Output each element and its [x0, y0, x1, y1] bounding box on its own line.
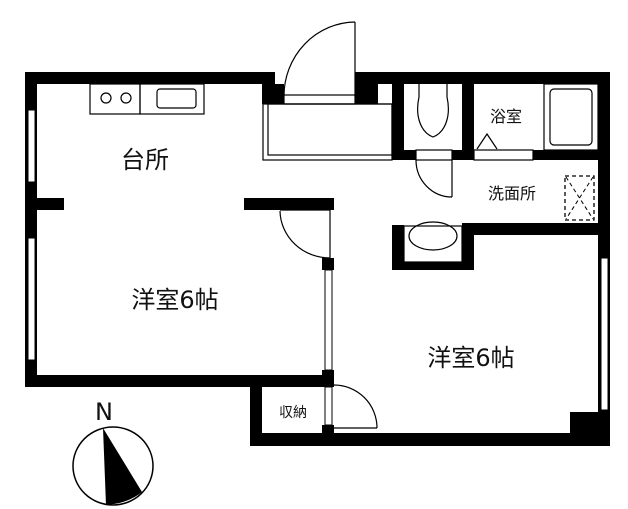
room1-door[interactable] — [279, 209, 331, 259]
windows — [27, 109, 609, 426]
toilet-icon — [417, 84, 449, 138]
western-room-2-label: 洋室6帖 — [427, 344, 514, 372]
walls — [25, 72, 610, 446]
window — [324, 269, 333, 371]
bathroom-door[interactable] — [473, 149, 534, 161]
window — [27, 237, 36, 361]
window — [27, 109, 36, 183]
shoe-shelf — [262, 103, 393, 161]
compass-icon: N — [72, 398, 154, 506]
kitchen-counter — [89, 83, 205, 115]
stove — [89, 83, 141, 115]
toilet-door[interactable] — [415, 149, 453, 198]
room2-door[interactable] — [333, 384, 378, 429]
storage-door-frame — [324, 386, 333, 426]
burner-icon — [100, 92, 112, 104]
bathroom-label: 浴室 — [490, 107, 522, 126]
step-icon — [476, 132, 498, 150]
burner-icon — [120, 92, 132, 104]
storage-label: 収納 — [279, 405, 307, 421]
entrance-door[interactable] — [283, 21, 356, 105]
washroom-label: 洗面所 — [488, 184, 536, 203]
sink — [139, 83, 205, 115]
bathtub — [543, 83, 599, 151]
western-room-1-label: 洋室6帖 — [131, 286, 218, 314]
window — [600, 257, 609, 411]
north-label: N — [95, 398, 113, 426]
wash-basin — [403, 221, 463, 263]
washing-machine-space — [564, 175, 595, 221]
kitchen-label: 台所 — [121, 146, 169, 174]
